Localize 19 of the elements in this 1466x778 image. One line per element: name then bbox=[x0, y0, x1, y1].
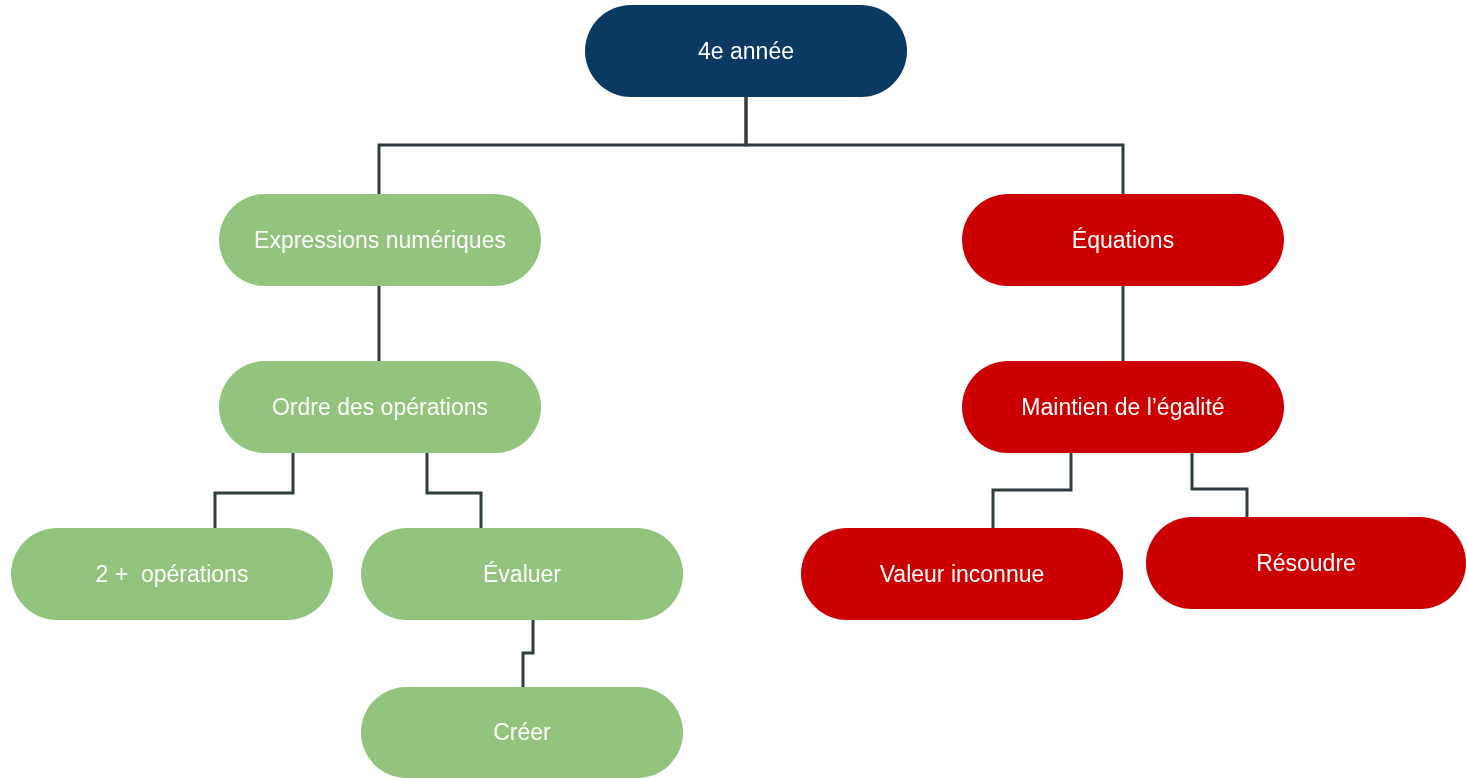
node-label: Équations bbox=[1071, 225, 1175, 255]
connector-line bbox=[744, 97, 1125, 194]
connector-line bbox=[213, 453, 295, 528]
connector-line bbox=[991, 453, 1073, 528]
node-label: 2 + opérations bbox=[95, 559, 249, 589]
node-label: 4e année bbox=[698, 36, 794, 66]
node-label: Valeur inconnue bbox=[879, 559, 1045, 589]
connector-line bbox=[425, 453, 483, 528]
node-label: Créer bbox=[493, 718, 551, 747]
connector-line bbox=[1121, 286, 1125, 361]
node-label: Ordre des opérations bbox=[271, 392, 489, 422]
topic-pill bbox=[1146, 517, 1466, 609]
connector-line bbox=[521, 620, 535, 687]
connector-line bbox=[1190, 453, 1249, 517]
node-label: Évaluer bbox=[483, 559, 561, 589]
connector-line bbox=[377, 286, 381, 361]
node-label: Expressions numériques bbox=[254, 225, 506, 255]
node-label: Maintien de l’égalité bbox=[1021, 392, 1225, 422]
node-label: Résoudre bbox=[1256, 548, 1356, 578]
